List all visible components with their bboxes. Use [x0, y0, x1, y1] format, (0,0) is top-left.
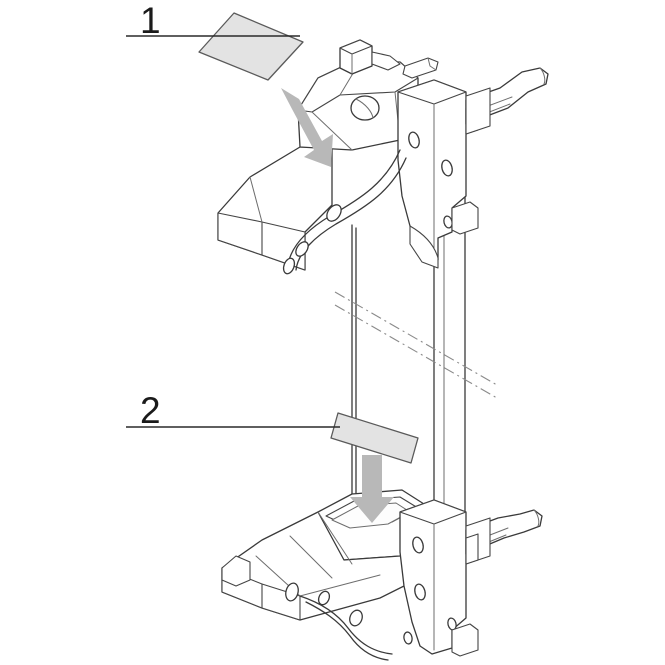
lower-decal — [330, 412, 419, 464]
upper-boss-top — [339, 39, 373, 55]
lower-left-rail-end — [221, 555, 251, 587]
upper-decal — [198, 12, 304, 81]
lower-arm-hole-3 — [349, 609, 363, 627]
lower-bracket-assembly — [221, 489, 543, 661]
lower-arm-hole-1 — [285, 582, 299, 602]
lower-mount-bracket-top — [399, 499, 467, 525]
upper-bracket-hole-1 — [408, 131, 420, 149]
lower-bracket-hole-2 — [414, 583, 426, 601]
lower-bracket-hole-1 — [412, 536, 424, 554]
callout-number-2: 2 — [140, 390, 161, 431]
lower-install-arrow — [350, 455, 394, 523]
lower-arm-hole-2 — [317, 590, 331, 606]
upper-arm-hole-2 — [295, 241, 309, 257]
upper-mount-bracket-top — [397, 79, 467, 105]
lower-bracket-flange — [451, 623, 479, 657]
upper-bracket-lower-tab — [409, 225, 439, 269]
upper-bracket-hole-2 — [441, 159, 453, 177]
upper-rail-block — [465, 87, 491, 135]
upper-arm-hole-1 — [326, 204, 342, 222]
section-break-lines — [334, 291, 498, 399]
lower-rail-collar — [465, 533, 479, 565]
upper-boss-tab — [371, 51, 401, 71]
upper-arm-hole-3 — [282, 257, 296, 275]
upper-install-arrow — [281, 88, 333, 167]
upper-housing-top — [297, 61, 419, 113]
upper-housing-bore — [350, 95, 380, 121]
upper-bracket-assembly — [217, 39, 549, 275]
callout-number-1: 1 — [140, 0, 161, 41]
lower-arm-hole-4 — [403, 631, 413, 645]
upper-bracket-flange — [451, 201, 479, 235]
